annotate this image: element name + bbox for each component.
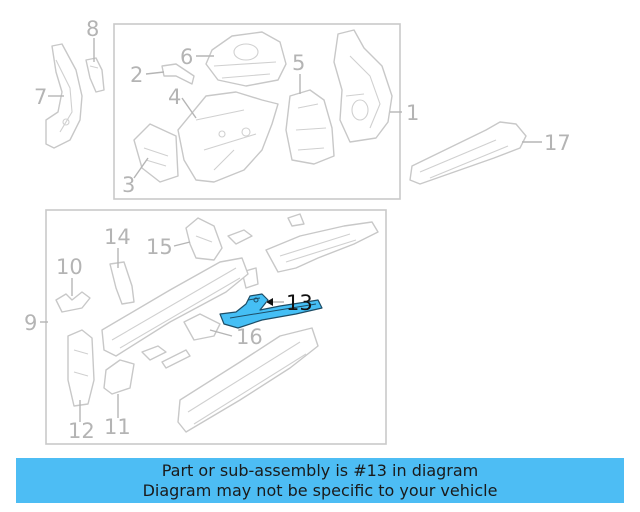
lower-clips xyxy=(141,345,191,369)
leader-lines xyxy=(40,38,542,422)
part-6 xyxy=(205,31,287,87)
callout-4: 4 xyxy=(168,85,181,109)
callout-3: 3 xyxy=(122,173,135,197)
arrow-heads xyxy=(266,298,273,306)
callout-13: 13 xyxy=(286,291,313,315)
callout-2: 2 xyxy=(130,63,143,87)
part-2 xyxy=(161,63,195,85)
lower-side-rail xyxy=(177,327,319,433)
callout-10: 10 xyxy=(56,255,83,279)
part-12 xyxy=(67,329,95,407)
upper-rail xyxy=(265,221,379,273)
info-banner: Part or sub-assembly is #13 in diagram D… xyxy=(16,458,624,503)
part-4 xyxy=(177,91,279,183)
lower-group-box xyxy=(45,209,387,445)
main-side-rail xyxy=(101,257,249,357)
part-3 xyxy=(133,123,179,183)
small-clips xyxy=(227,213,305,289)
part-17 xyxy=(409,121,527,185)
part-8 xyxy=(85,57,105,93)
part-16 xyxy=(183,313,221,341)
callout-9: 9 xyxy=(24,311,37,335)
part-10 xyxy=(55,291,91,313)
callout-12: 12 xyxy=(68,419,95,443)
callout-14: 14 xyxy=(104,225,131,249)
part-14 xyxy=(109,261,135,305)
part-5 xyxy=(285,89,335,165)
callout-11: 11 xyxy=(104,415,131,439)
callout-17: 17 xyxy=(544,131,571,155)
callout-16: 16 xyxy=(236,325,263,349)
callout-5: 5 xyxy=(292,51,305,75)
part-13-highlighted[interactable] xyxy=(219,293,323,329)
callout-8: 8 xyxy=(86,17,99,41)
part-11 xyxy=(103,359,135,395)
callout-15: 15 xyxy=(146,235,173,259)
callout-6: 6 xyxy=(180,45,193,69)
banner-line-2: Diagram may not be specific to your vehi… xyxy=(142,480,498,500)
callout-7: 7 xyxy=(34,85,47,109)
callout-1: 1 xyxy=(406,101,419,125)
banner-line-1: Part or sub-assembly is #13 in diagram xyxy=(161,460,479,480)
part-15 xyxy=(185,217,223,261)
part-1 xyxy=(333,29,393,143)
